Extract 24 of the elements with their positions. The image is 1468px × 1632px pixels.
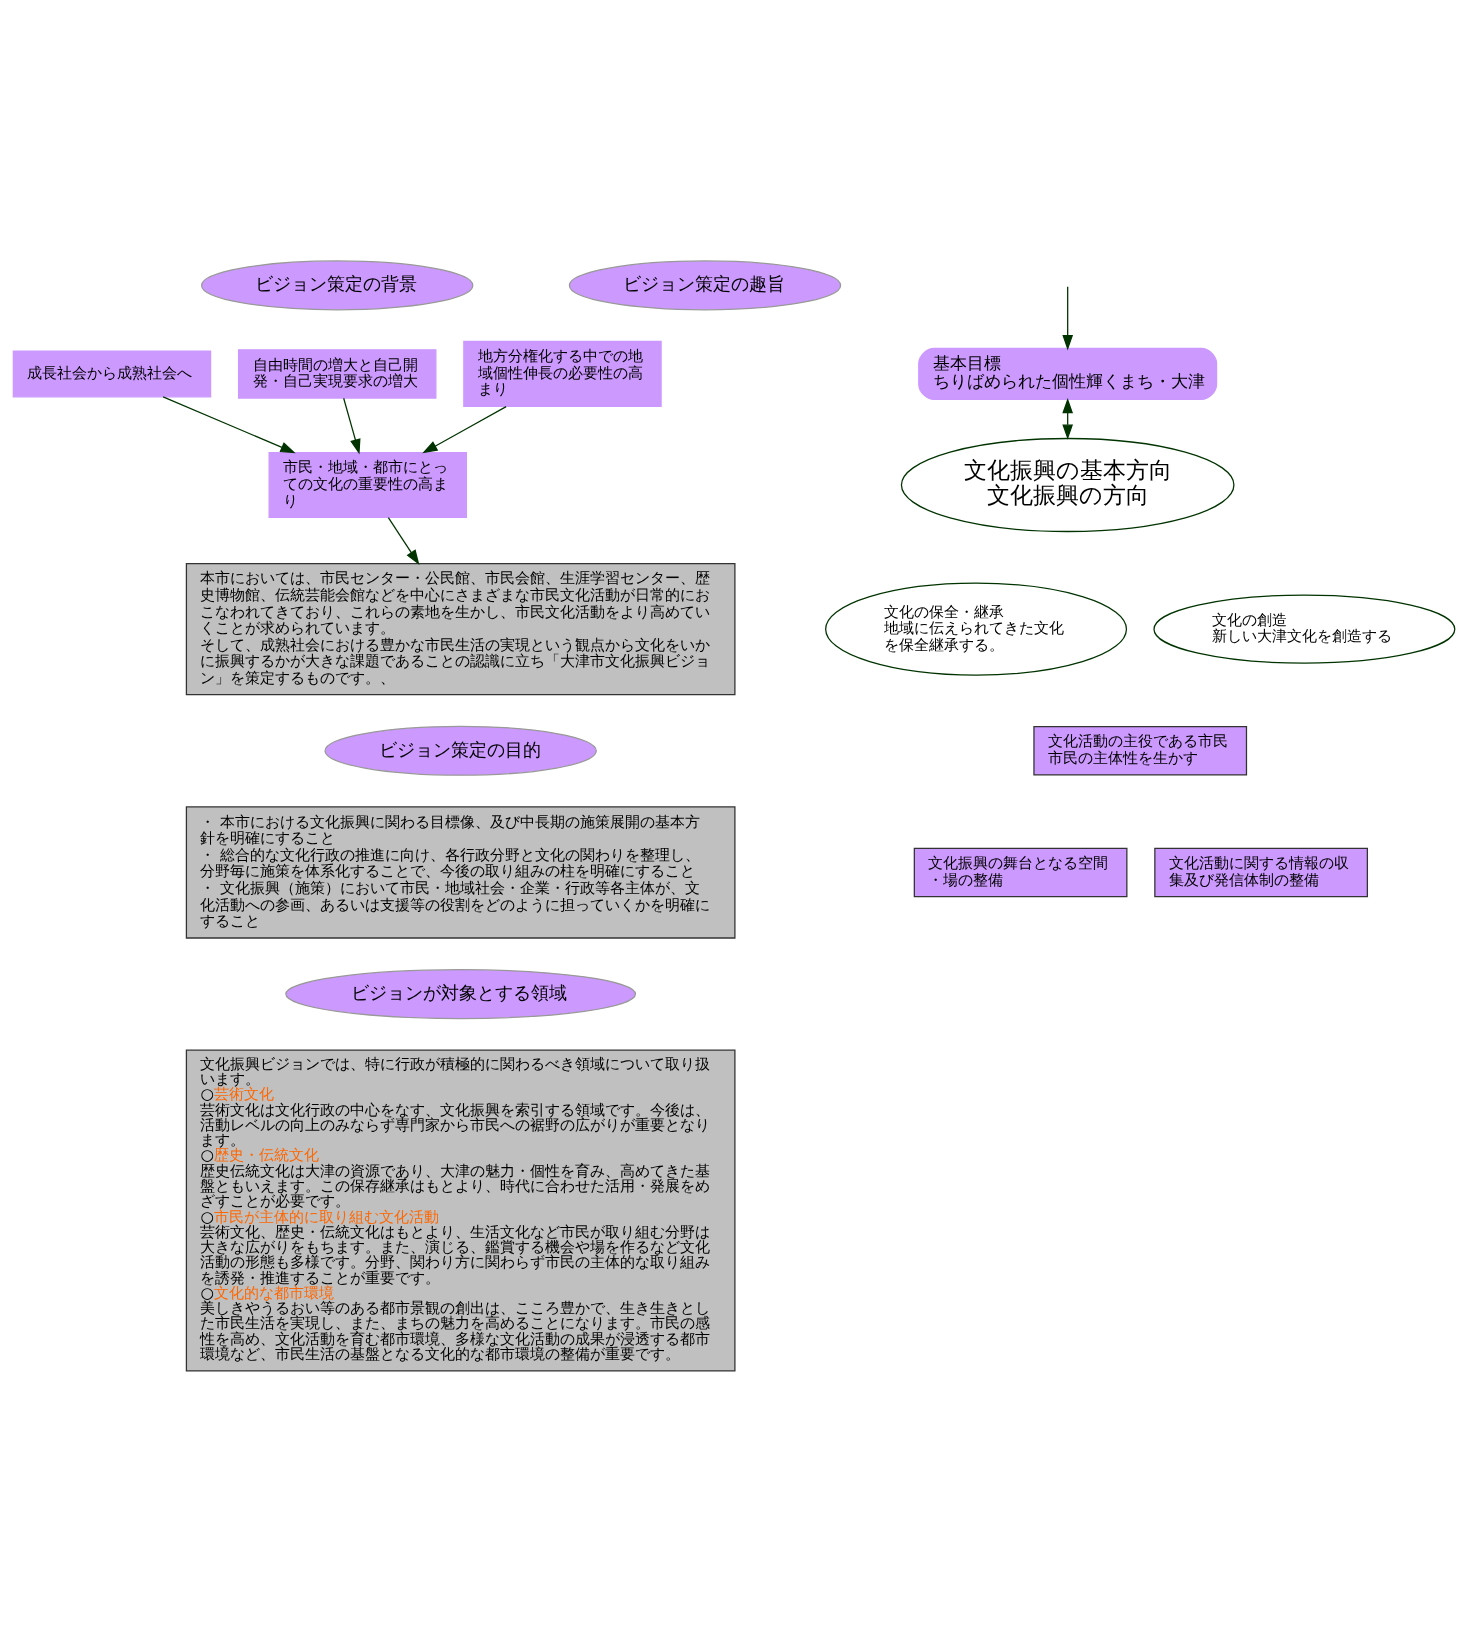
arrow xyxy=(343,397,361,455)
node-box: 成長社会から成熟社会へ xyxy=(12,350,212,398)
node-box: 地方分権化する中での地域個性伸長の必要性の高まり xyxy=(463,340,662,408)
node-box: ・ 本市における文化振興に関わる目標像、及び中長期の施策展開の基本方針を明確にすること ・ 総合的な文化行政の推進に向け、各行政分野と文化の関わりを整理し、分野毎に施策を体系化することで、今後の取り組みの柱を明確にすること ・ 文化振興（施策）において市民・地域社会・企業・行政等各主体が、文化活動への参画、あるいは支援等の役割をどのように担っていくかを明確にすること xyxy=(185,806,736,939)
node-box: 基本目標 ちりばめられた個性輝くまち・大津 xyxy=(918,347,1218,401)
arrow xyxy=(1062,397,1074,440)
node-box: 文化活動の主役である市民 市民の主体性を生かす xyxy=(1033,726,1248,776)
node-ellipse: ビジョンが対象とする領域 xyxy=(285,969,637,1020)
node-ellipse: ビジョン策定の目的 xyxy=(324,725,597,776)
arrow xyxy=(387,517,420,566)
node-ellipse: 文化振興の基本方向 文化振興の方向 xyxy=(900,437,1235,533)
node-box: 自由時間の増大と自己開発・自己実現要求の増大 xyxy=(237,349,437,399)
node-box: 文化振興の舞台となる空間・場の整備 xyxy=(913,847,1128,898)
node-ellipse: ビジョン策定の趣旨 xyxy=(568,260,842,311)
node-box: 本市においては、市民センター・公民館、市民会館、生涯学習センター、歴史博物館、伝統芸能会館などを中心にさまざまな市民文化活動が日常的におこなわれてきており、これらの素地を生かし、市民文化活動をより高めていくことが求められています。 そして、成熟社会における豊かな市民生活の実現という観点から文化をいかに振興するかが大きな課題であることの認識に立ち「大津市文化振興ビジョン」を策定するものです。、 xyxy=(185,562,736,696)
arrow xyxy=(162,396,296,454)
node-ellipse: ビジョン策定の背景 xyxy=(201,260,474,311)
arrow xyxy=(1062,286,1074,351)
node-box: 文化活動に関する情報の収集及び発信体制の整備 xyxy=(1154,847,1368,898)
node-ellipse: 文化の創造 新しい大津文化を創造する xyxy=(1153,594,1456,664)
node-box: 市民・地域・都市にとっての文化の重要性の高まり xyxy=(268,451,467,519)
node-box: 文化振興ビジョンでは、特に行政が積極的に関わるべき領域について取り扱います。 ○芸術文化 芸術文化は文化行政の中心をなす、文化振興を索引する領域です。今後は、活動レベルの向上のみならず専門家から市民への裾野の広がりが重要となります。 ○歴史・伝統文化 歴史伝統文化は大津の資源であり、大津の魅力・個性を育み、高めてきた基盤ともいえます。この保存継承はもとより、時代に合わせた活用・発展をめざすことが必要です。 ○市民が主体的に取り組む文化活動 芸術文化、歴史・伝統文化はもとより、生活文化など市民が取り組む分野は大きな広がりをもちます。また、演じる、鑑賞する機会や場を作るなど文化活動の形態も多様です。分野、関わり方に関わらず市民の主体的な取り組みを誘発・推進することが重要です。 ○文化的な都市環境 美しきやうるおい等のある都市景観の創出は、こころ豊かで、生き生きとした市民生活を実現し、また、まちの魅力を高めることになります。市民の感性を高め、文化活動を育む都市環境、多様な文化活動の成果が浸透する都市環境など、市民生活の基盤となる文化的な都市環境の整備が重要です。 xyxy=(185,1049,736,1372)
node-ellipse: 文化の保全・継承 地域に伝えられてきた文化を保全継承する。 xyxy=(825,582,1128,676)
arrow xyxy=(422,405,507,454)
